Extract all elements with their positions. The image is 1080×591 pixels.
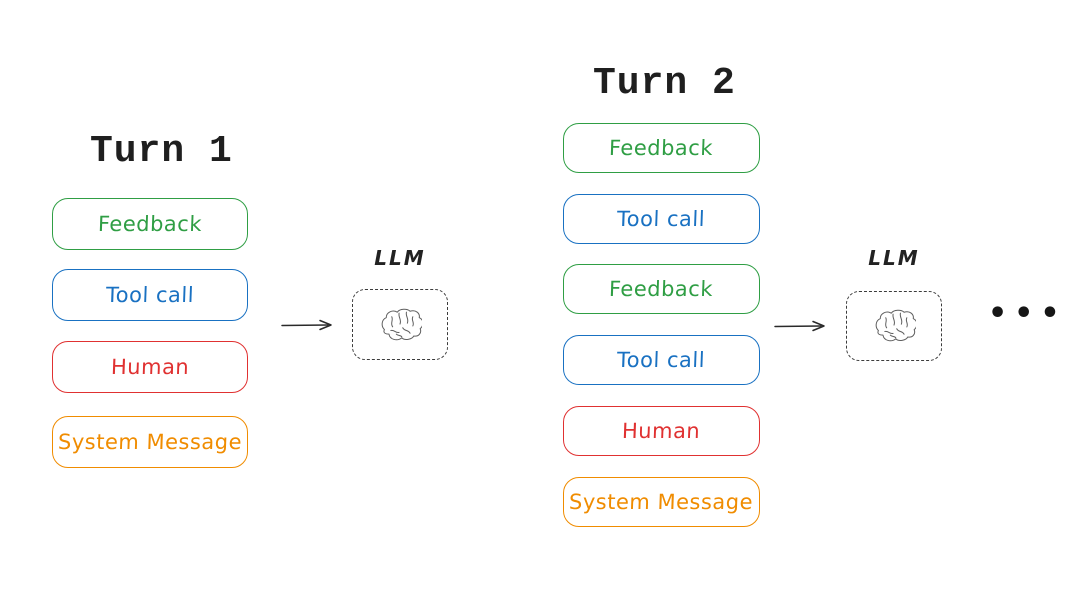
llm2-label: LLM bbox=[868, 246, 920, 270]
turn1-box-system-message: System Message bbox=[52, 416, 248, 468]
message-box-label: Tool call bbox=[617, 348, 706, 372]
continuation-ellipsis: ••• bbox=[988, 296, 1067, 331]
message-box-label: Feedback bbox=[97, 212, 203, 236]
message-box-label: Feedback bbox=[609, 277, 714, 301]
turn2-title: Turn 2 bbox=[593, 62, 736, 105]
arrow-turn2-to-llm-icon bbox=[774, 320, 825, 332]
turn2-box-tool-call-1: Tool call bbox=[563, 194, 760, 244]
message-box-label: Human bbox=[621, 419, 702, 443]
turn1-box-human: Human bbox=[52, 341, 248, 393]
llm2-box bbox=[846, 291, 942, 361]
turn1-box-feedback: Feedback bbox=[52, 198, 248, 250]
llm1-box bbox=[352, 289, 448, 360]
message-box-label: Tool call bbox=[105, 283, 195, 307]
message-box-label: System Message bbox=[569, 490, 754, 514]
message-box-label: Human bbox=[110, 355, 190, 379]
turn2-box-human: Human bbox=[563, 406, 760, 456]
turn2-box-feedback-1: Feedback bbox=[563, 123, 760, 173]
turn2-box-tool-call-2: Tool call bbox=[563, 335, 760, 385]
turn1-title: Turn 1 bbox=[90, 130, 233, 173]
brain-icon bbox=[381, 308, 422, 340]
brain-icon bbox=[875, 309, 916, 342]
turn2-box-system-message: System Message bbox=[563, 477, 760, 527]
turn2-box-feedback-2: Feedback bbox=[563, 264, 760, 314]
message-box-label: Feedback bbox=[609, 136, 714, 160]
arrow-turn1-to-llm-icon bbox=[281, 319, 332, 331]
llm1-label: LLM bbox=[374, 246, 426, 270]
message-box-label: System Message bbox=[57, 430, 243, 454]
message-box-label: Tool call bbox=[617, 207, 706, 231]
turn1-box-tool-call: Tool call bbox=[52, 269, 248, 321]
